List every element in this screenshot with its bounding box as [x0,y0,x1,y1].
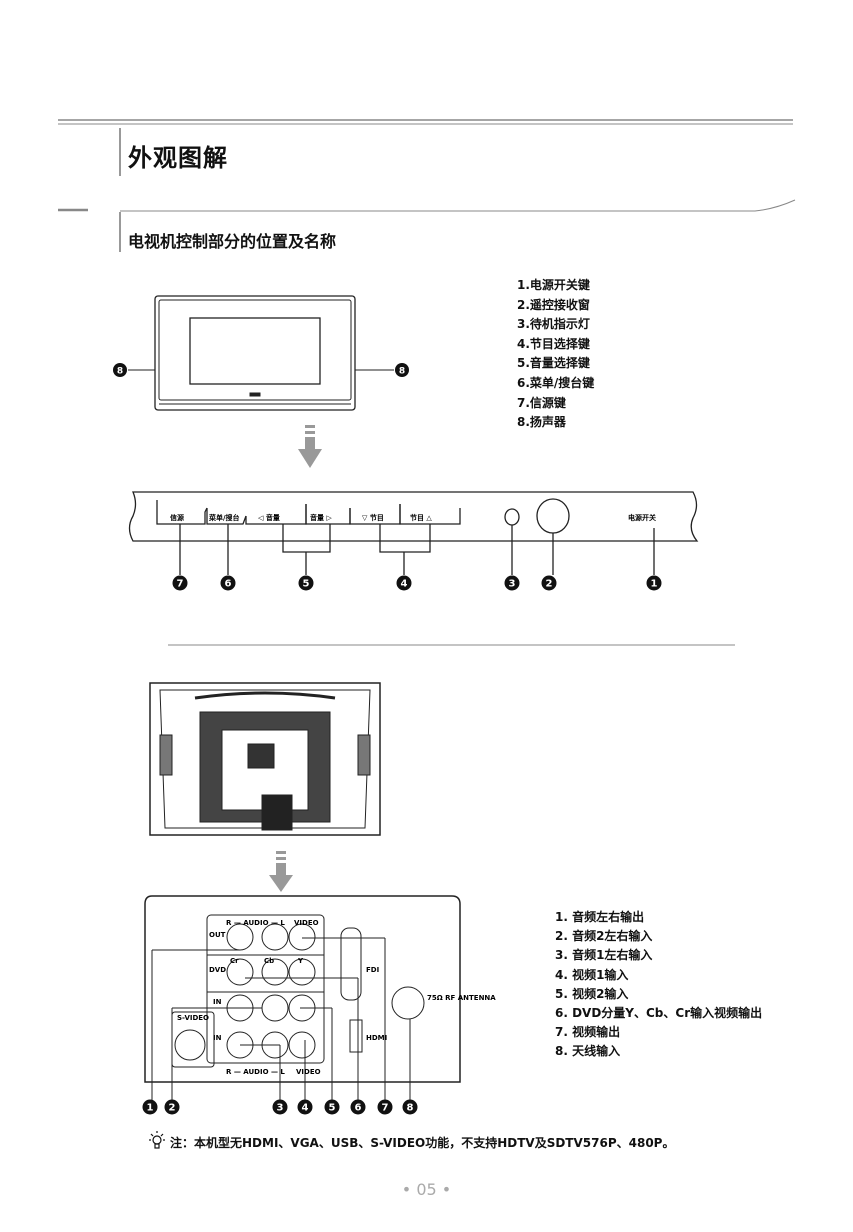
badge-number: 5 [303,579,310,590]
callout-badge: 6 [350,1099,366,1115]
callout-badge: 1 [142,1099,158,1115]
control-strip [128,491,699,575]
out-label: OUT [209,931,226,939]
header-rule [58,119,796,252]
badge-number: 8 [407,1103,414,1114]
audio-out-label: R — AUDIO — L [226,919,285,927]
list-item: 2.遥控接收窗 [517,297,590,312]
tv-front-diagram [128,295,394,411]
volume-down-label: ◁ 音量 [258,513,280,522]
audio-in-label: R — AUDIO — L [226,1068,285,1076]
speaker-badge-left: 8 [113,363,127,377]
antenna-label: 75Ω RF ANTENNA [427,994,496,1002]
note-text: 注：本机型无HDMI、VGA、USB、S-VIDEO功能，不支持HDTV及SDT… [170,1136,675,1150]
callout-badge: 7 [377,1099,393,1115]
arrow-down-icon [298,425,322,468]
badge-number: 7 [177,579,184,590]
callout-badge: 4 [297,1099,313,1115]
callout-badge: 5 [298,575,314,591]
menu-button-label: 菜单/搜台 [208,513,240,522]
badge-number: 7 [382,1103,389,1114]
jack-connector [288,1031,316,1059]
list-item: 3.待机指示灯 [517,317,590,332]
channel-up-label: 节目 △ [410,513,432,522]
callout-badge: 3 [504,575,520,591]
list-item: 6. DVD分量Y、Cb、Cr输入视频输出 [555,1006,763,1021]
power-switch-label: 电源开关 [628,513,656,522]
speaker-badge-right: 8 [395,363,409,377]
callout-badge: 7 [172,575,188,591]
badge-number: 2 [546,579,553,590]
badge-number: 3 [509,579,516,590]
callout-badge: 4 [396,575,412,591]
rear-parts-list: 1. 音频左右输出 2. 音频2左右输入 3. 音频1左右输入 4. 视频1输入 5. … [555,908,762,1062]
badge-number: 4 [401,579,408,590]
callout-badge: 1 [646,575,662,591]
page-number-value: 05 [416,1180,437,1199]
callout-badge: 8 [402,1099,418,1115]
volume-up-label: 音量 ▷ [310,513,332,522]
jack-connector [226,923,254,951]
callout-badge: 5 [324,1099,340,1115]
in1-label: IN [213,998,222,1006]
badge-number: 2 [169,1103,176,1114]
list-item: 8. 天线输入 [555,1044,621,1059]
section-subtitle: 电视机控制部分的位置及名称 [128,232,337,251]
cr-label: Cr [230,957,239,965]
hdmi-label: HDMI [366,1034,387,1042]
rear-jack-panel [144,895,461,1100]
list-item: 8.扬声器 [517,415,566,430]
callout-badge: 3 [272,1099,288,1115]
front-parts-list: 1.电源开关键 2.遥控接收窗 3.待机指示灯 4.节目选择键 5.音量选择键 6.菜单/… [517,276,594,433]
jack-connector [226,958,254,986]
s-video-label: S-VIDEO [177,1014,209,1022]
badge-number: 6 [225,579,232,590]
jack-connector [261,994,289,1022]
jack-connector [261,923,289,951]
channel-down-label: ▽ 节目 [362,513,384,522]
jack-connector [261,958,289,986]
in2-label: IN [213,1034,222,1042]
list-item: 5.音量选择键 [517,356,590,371]
jack-connector [288,923,316,951]
list-item: 2. 音频2左右输入 [555,929,653,944]
badge-number: 1 [651,579,658,590]
list-item: 4.节目选择键 [517,336,590,351]
y-label: Y [297,957,304,965]
list-item: 7.信源键 [517,395,566,410]
callout-badge: 2 [164,1099,180,1115]
fdi-label: FDI [366,966,379,974]
callout-badge: 2 [541,575,557,591]
badge-number: 3 [277,1103,284,1114]
list-item: 3. 音频1左右输入 [555,948,653,963]
lightbulb-icon [149,1131,165,1149]
front-badges: 7 6 5 4 3 2 1 [172,575,662,591]
cb-label: Cb [264,957,274,965]
page-title: 外观图解 [128,144,228,172]
dvd-label: DVD [209,966,226,974]
list-item: 6.菜单/搜台键 [517,375,595,390]
badge-number: 5 [329,1103,336,1114]
badge-number: 1 [147,1103,154,1114]
rear-badges: 1 2 3 4 5 6 7 8 [142,1099,418,1115]
video-in-label: VIDEO [296,1068,321,1076]
tv-rear-diagram [149,682,381,836]
svg-text:8: 8 [399,367,405,377]
source-button-label: 信源 [170,513,184,522]
list-item: 1. 音频左右输出 [555,910,645,924]
arrow-down-icon [269,851,293,892]
page-number: • 05 • [401,1180,452,1199]
badge-number: 6 [355,1103,362,1114]
svg-text:8: 8 [117,367,123,377]
callout-badge: 6 [220,575,236,591]
list-item: 1.电源开关键 [517,278,590,292]
list-item: 7. 视频输出 [555,1025,621,1040]
video-out-label: VIDEO [294,919,319,927]
list-item: 4. 视频1输入 [555,967,629,982]
jack-connector [288,958,316,986]
badge-number: 4 [302,1103,309,1114]
list-item: 5. 视频2输入 [555,986,629,1001]
